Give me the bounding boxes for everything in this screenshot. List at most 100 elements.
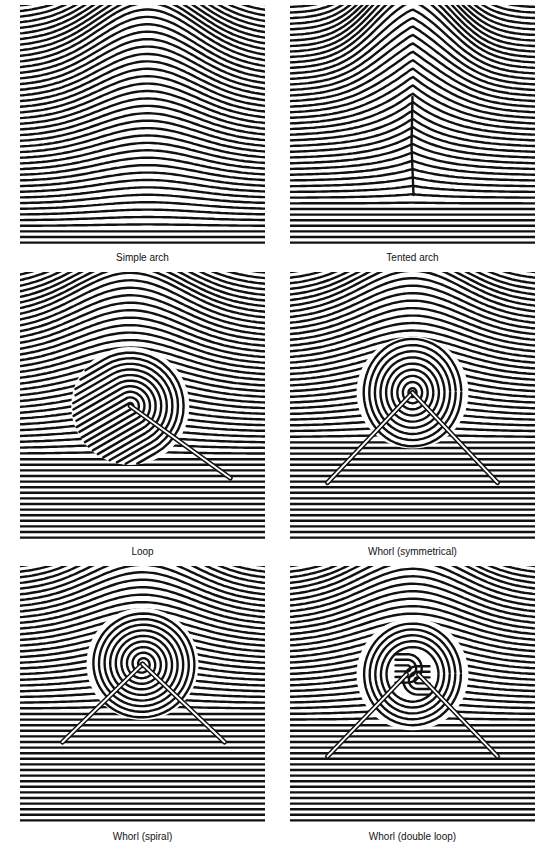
ridge-line xyxy=(20,143,265,164)
ridge-line xyxy=(20,136,265,159)
ridge-line xyxy=(20,791,265,793)
ridge-line xyxy=(290,5,535,68)
ridge-line xyxy=(20,69,265,107)
ridge-count-line xyxy=(419,674,498,756)
ridge-line xyxy=(20,224,265,225)
ridge-line xyxy=(387,647,439,702)
ridge-line xyxy=(290,508,535,510)
ridge-count-line xyxy=(328,393,413,483)
ridge-line xyxy=(290,819,535,821)
ridge-line xyxy=(20,724,265,726)
ridge-line xyxy=(20,508,265,510)
ridge-line xyxy=(290,786,535,788)
ridge-line xyxy=(290,464,535,466)
fingerprint-panel xyxy=(290,5,535,247)
ridge-line xyxy=(20,525,265,527)
ridge-line xyxy=(20,210,265,215)
ridge-line xyxy=(290,791,535,793)
pattern-caption: Simple arch xyxy=(20,252,265,264)
ridge-line xyxy=(290,241,535,243)
ridge-count-line xyxy=(413,393,498,483)
pattern-caption: Tented arch xyxy=(290,252,535,264)
ridge-line xyxy=(290,780,535,782)
ridge-line xyxy=(20,91,265,124)
fingerprint-panel xyxy=(290,566,535,824)
ridge-line xyxy=(20,520,265,522)
ridge-count-line xyxy=(130,406,230,478)
ridge-line xyxy=(20,180,265,192)
ridge-line xyxy=(20,230,265,232)
pattern-caption: Loop xyxy=(20,546,265,558)
ridge-line xyxy=(20,464,265,466)
ridge-line xyxy=(20,536,265,538)
ridge-line xyxy=(75,364,172,463)
ridge-line xyxy=(290,735,535,737)
ridge-line xyxy=(290,741,535,743)
ridge-line xyxy=(290,5,535,18)
ridge-line xyxy=(20,531,265,533)
ridge-line xyxy=(20,247,265,248)
ridge-line xyxy=(20,217,265,220)
ridge-line xyxy=(20,566,265,567)
ridge-line xyxy=(20,819,265,821)
ridge-line xyxy=(290,497,535,499)
ridge-line xyxy=(20,241,265,243)
ridge-line xyxy=(20,492,265,494)
ridge-line xyxy=(290,808,535,810)
ridge-line xyxy=(290,5,535,63)
core-ground xyxy=(357,618,469,730)
ridge-line xyxy=(412,97,414,195)
ridge-line xyxy=(290,219,535,221)
ridge-line xyxy=(290,584,535,618)
ridge-line xyxy=(20,769,265,771)
ridge-line xyxy=(20,61,265,101)
ridge-count-line xyxy=(328,393,413,483)
ridge-line xyxy=(20,236,265,238)
ridge-line xyxy=(20,774,265,776)
ridge-line xyxy=(20,480,265,482)
ridge-line xyxy=(370,629,456,719)
ridge-line xyxy=(290,208,535,210)
ridge-line xyxy=(20,202,265,209)
ridge-line xyxy=(290,213,535,215)
ridge-line xyxy=(20,797,265,799)
pattern-caption: Whorl (double loop) xyxy=(290,831,535,843)
ridge-line xyxy=(20,735,265,737)
ridge-line xyxy=(290,763,535,765)
ridge-line xyxy=(20,295,265,334)
ridge-count-line xyxy=(143,664,225,742)
ridge-line xyxy=(290,797,535,799)
ridge-line xyxy=(20,54,265,96)
ridge-line xyxy=(20,763,265,765)
ridge-line xyxy=(290,458,535,460)
fingerprint-panel xyxy=(290,272,535,540)
fingerprint-panel xyxy=(20,272,265,540)
ridge-line xyxy=(290,201,535,204)
ridge-line xyxy=(290,278,535,317)
ridge-line xyxy=(20,486,265,488)
ridge-line xyxy=(290,769,535,771)
ridge-line xyxy=(290,247,535,248)
ridge-line xyxy=(20,752,265,754)
pattern-caption: Whorl (spiral) xyxy=(20,831,265,843)
ridge-line xyxy=(20,497,265,499)
fingerprint-panel xyxy=(20,5,265,247)
ridge-line xyxy=(290,230,535,232)
ridge-line xyxy=(20,786,265,788)
ridge-line xyxy=(290,514,535,516)
ridge-line xyxy=(20,288,265,329)
ridge-count-line xyxy=(63,664,143,742)
ridge-line xyxy=(290,286,535,324)
ridge-line xyxy=(290,520,535,522)
ridge-line xyxy=(290,814,535,816)
ridge-line xyxy=(20,150,265,169)
ridge-line xyxy=(290,774,535,776)
ridge-line xyxy=(20,272,265,312)
ridge-count-line xyxy=(328,674,407,756)
ridge-line xyxy=(290,469,535,471)
ridge-line xyxy=(20,76,265,113)
ridge-line xyxy=(290,746,535,748)
ridge-line xyxy=(290,452,535,454)
ridge-count-line xyxy=(328,674,407,756)
